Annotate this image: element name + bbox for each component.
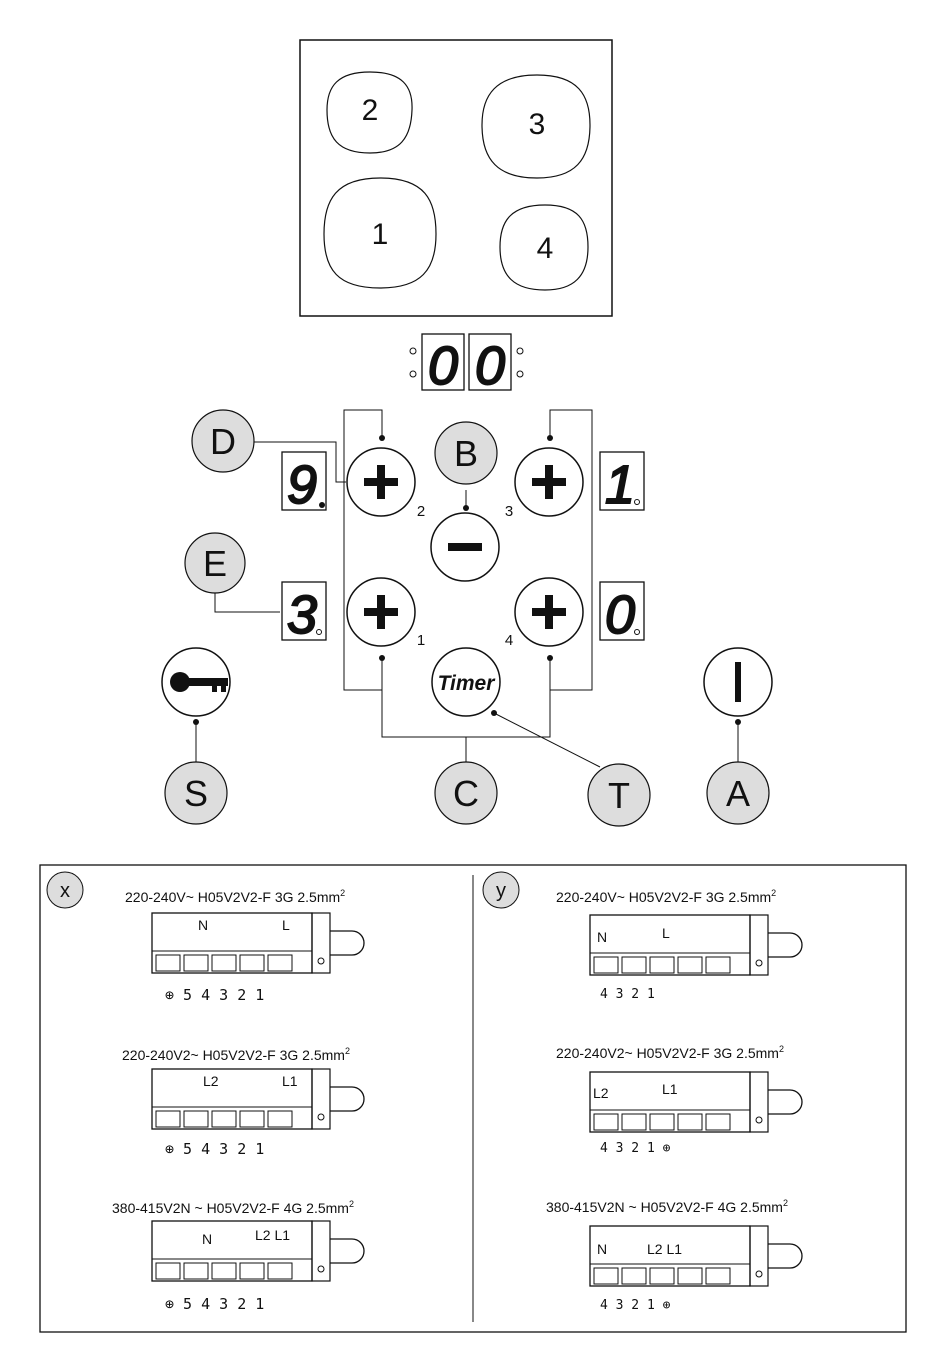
svg-text:380-415V2N ~ H05V2V2-F 4G 2.5m: 380-415V2N ~ H05V2V2-F 4G 2.5mm2 [546, 1198, 788, 1215]
zone-label-3: 3 [529, 108, 546, 141]
panel-x-badge: x [46, 871, 84, 909]
svg-text:4 3 2 1: 4 3 2 1 [600, 987, 655, 1002]
svg-text:N: N [202, 1231, 212, 1247]
button-number-4: 4 [505, 632, 513, 649]
connector-dots [193, 435, 741, 725]
wiring-frame [39, 864, 907, 1333]
svg-text:N: N [198, 917, 208, 933]
svg-text:L: L [662, 925, 670, 941]
svg-text:x: x [60, 880, 70, 902]
panel-y-badge: y [482, 871, 520, 909]
svg-text:A: A [726, 773, 750, 814]
svg-text:N: N [597, 1241, 607, 1257]
callout-B: B [434, 421, 498, 485]
power-button[interactable] [703, 647, 773, 717]
timer-display: 0 0 [409, 333, 524, 397]
svg-text:1: 1 [605, 455, 635, 515]
cooking-zone-1: 1 [323, 177, 437, 289]
zone-4-display: 0 [599, 581, 645, 646]
key-lock-button[interactable] [161, 647, 231, 717]
zone-2-plus-button[interactable] [346, 447, 416, 517]
cooking-zone-3: 3 [481, 74, 591, 179]
callout-S: S [164, 761, 228, 825]
button-number-1: 1 [417, 632, 425, 649]
svg-text:⊕ 5 4 3 2 1: ⊕ 5 4 3 2 1 [165, 986, 264, 1004]
key-icon [170, 672, 228, 692]
svg-text:220-240V2~ H05V2V2-F 3G 2.5mm2: 220-240V2~ H05V2V2-F 3G 2.5mm2 [556, 1044, 784, 1061]
timer-digit-1: 0 [428, 336, 458, 396]
svg-text:L2: L2 [203, 1073, 219, 1089]
callout-D: D [191, 409, 255, 473]
minus-button[interactable] [430, 512, 500, 582]
wiring-y-2: 220-240V2~ H05V2V2-F 3G 2.5mm2 L2 L1 4 3… [556, 1044, 803, 1156]
svg-text:L: L [282, 917, 290, 933]
zone-3-display: 1 [599, 451, 645, 516]
svg-text:4 3 2 1 ⊕: 4 3 2 1 ⊕ [600, 1141, 671, 1156]
wiring-x-2: 220-240V2~ H05V2V2-F 3G 2.5mm2 L2 L1 ⊕ 5… [122, 1046, 365, 1158]
svg-text:L1: L1 [282, 1073, 298, 1089]
svg-text:9: 9 [287, 455, 317, 515]
svg-text:C: C [453, 773, 479, 814]
button-number-3: 3 [505, 503, 513, 520]
svg-text:E: E [203, 543, 227, 584]
zone-1-plus-button[interactable] [346, 577, 416, 647]
wiring-y-3: 380-415V2N ~ H05V2V2-F 4G 2.5mm2 N L2 L1… [546, 1198, 803, 1313]
timer-button[interactable]: Timer [431, 647, 501, 717]
svg-text:N: N [597, 929, 607, 945]
zone-label-1: 1 [372, 218, 389, 251]
callout-A: A [706, 761, 770, 825]
connector-lines [195, 409, 739, 768]
zone-4-plus-button[interactable] [514, 577, 584, 647]
svg-text:y: y [496, 880, 506, 902]
zone-2-display: 9 [281, 451, 327, 516]
timer-digit-2: 0 [475, 336, 505, 396]
zone-1-display: 3 [281, 581, 327, 646]
callout-E: E [184, 532, 246, 594]
zone-3-plus-button[interactable] [514, 447, 584, 517]
callout-T: T [587, 763, 651, 827]
cooking-zone-2: 2 [326, 71, 413, 154]
svg-text:380-415V2N ~ H05V2V2-F 4G 2.5m: 380-415V2N ~ H05V2V2-F 4G 2.5mm2 [112, 1199, 354, 1216]
wiring-y-1: 220-240V~ H05V2V2-F 3G 2.5mm2 N L 4 3 2 … [556, 888, 803, 1002]
svg-text:D: D [210, 421, 236, 462]
svg-text:220-240V2~ H05V2V2-F 3G 2.5mm2: 220-240V2~ H05V2V2-F 3G 2.5mm2 [122, 1046, 350, 1063]
cooking-zone-4: 4 [499, 204, 589, 291]
svg-text:L2 L1: L2 L1 [647, 1241, 682, 1257]
timer-button-label: Timer [438, 672, 497, 695]
power-icon [735, 662, 741, 702]
svg-text:⊕ 5 4 3 2 1: ⊕ 5 4 3 2 1 [165, 1140, 264, 1158]
svg-text:3: 3 [287, 585, 317, 645]
svg-text:220-240V~ H05V2V2-F 3G 2.5mm2: 220-240V~ H05V2V2-F 3G 2.5mm2 [125, 888, 345, 905]
svg-text:S: S [184, 773, 208, 814]
svg-text:L1: L1 [662, 1081, 678, 1097]
svg-text:⊕ 5 4 3 2 1: ⊕ 5 4 3 2 1 [165, 1295, 264, 1313]
zone-label-4: 4 [537, 232, 554, 265]
zone-label-2: 2 [362, 94, 379, 127]
svg-text:L2: L2 [593, 1085, 609, 1101]
hob-outline [299, 39, 613, 317]
svg-text:L2 L1: L2 L1 [255, 1227, 290, 1243]
svg-text:T: T [608, 775, 630, 816]
svg-text:0: 0 [605, 585, 635, 645]
svg-text:4 3 2 1 ⊕: 4 3 2 1 ⊕ [600, 1298, 671, 1313]
svg-text:B: B [454, 433, 478, 474]
callout-C: C [434, 761, 498, 825]
svg-text:220-240V~ H05V2V2-F 3G 2.5mm2: 220-240V~ H05V2V2-F 3G 2.5mm2 [556, 888, 776, 905]
wiring-x-1: 220-240V~ H05V2V2-F 3G 2.5mm2 N L ⊕ 5 4 … [125, 888, 365, 1004]
wiring-x-3: 380-415V2N ~ H05V2V2-F 4G 2.5mm2 N L2 L1… [112, 1199, 365, 1313]
button-number-2: 2 [417, 503, 425, 520]
